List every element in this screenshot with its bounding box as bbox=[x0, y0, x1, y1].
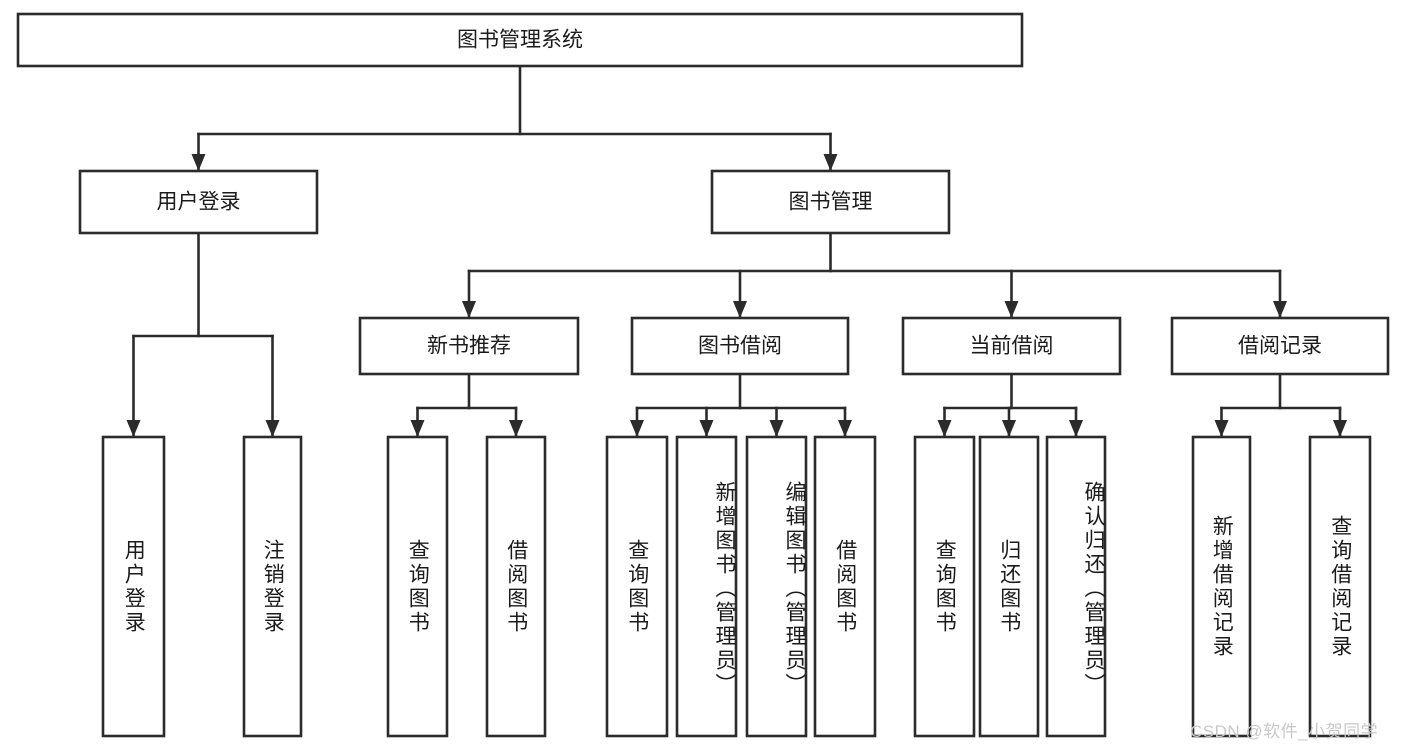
node-label-l1_a: 用户登录 bbox=[157, 191, 241, 214]
node-box-leaf_4[interactable] bbox=[485, 435, 547, 738]
node-box-leaf_3[interactable] bbox=[386, 435, 449, 738]
arrow-head-icon bbox=[699, 420, 714, 437]
arrow-head-icon bbox=[265, 420, 280, 437]
node-box-l1_b[interactable] bbox=[710, 169, 951, 235]
node-label-l1_b: 图书管理 bbox=[789, 191, 873, 214]
arrow-head-icon bbox=[1002, 420, 1016, 437]
node-box-leaf_13[interactable] bbox=[1308, 435, 1372, 738]
arrow-head-icon bbox=[509, 420, 523, 437]
arrow-head-icon bbox=[1273, 301, 1287, 318]
node-box-l2_d[interactable] bbox=[1170, 316, 1390, 376]
arrow-head-icon bbox=[126, 420, 141, 437]
node-box-root[interactable] bbox=[16, 12, 1024, 68]
node-box-l1_a[interactable] bbox=[78, 169, 319, 235]
node-box-leaf_5[interactable] bbox=[605, 435, 669, 738]
node-label-l2_c: 当前借阅 bbox=[970, 335, 1054, 358]
node-box-leaf_11[interactable] bbox=[1045, 435, 1107, 738]
node-box-leaf_6[interactable] bbox=[675, 435, 738, 738]
arrow-head-icon bbox=[462, 301, 476, 318]
node-box-leaf_10[interactable] bbox=[978, 435, 1040, 738]
arrow-head-icon bbox=[1069, 420, 1083, 437]
node-box-leaf_8[interactable] bbox=[813, 435, 877, 738]
arrow-head-icon bbox=[1004, 301, 1019, 318]
watermark-label: CSDN @软件_小贺同学 bbox=[1190, 722, 1379, 741]
node-label-root: 图书管理系统 bbox=[457, 29, 583, 52]
node-box-l2_b[interactable] bbox=[630, 316, 850, 376]
node-box-leaf_2[interactable] bbox=[242, 435, 303, 738]
node-box-leaf_1[interactable] bbox=[101, 435, 166, 738]
connector-layer bbox=[126, 64, 1347, 439]
arrow-head-icon bbox=[1333, 420, 1347, 437]
node-box-l2_c[interactable] bbox=[901, 316, 1122, 376]
arrow-head-icon bbox=[838, 420, 852, 437]
node-box-leaf_9[interactable] bbox=[913, 435, 976, 738]
arrow-head-icon bbox=[733, 301, 747, 318]
node-label-l2_d: 借阅记录 bbox=[1238, 335, 1322, 358]
arrow-head-icon bbox=[410, 420, 425, 437]
node-box-l2_a[interactable] bbox=[358, 316, 580, 376]
node-label-l2_b: 图书借阅 bbox=[698, 335, 782, 358]
node-box-leaf_12[interactable] bbox=[1191, 435, 1252, 738]
arrow-head-icon bbox=[823, 154, 838, 171]
arrow-head-icon bbox=[630, 420, 644, 437]
arrow-head-icon bbox=[1214, 420, 1229, 437]
node-box-leaf_7[interactable] bbox=[745, 435, 808, 738]
arrow-head-icon bbox=[769, 420, 784, 437]
arrow-head-icon bbox=[937, 420, 952, 437]
arrow-head-icon bbox=[191, 154, 206, 171]
node-label-l2_a: 新书推荐 bbox=[427, 335, 511, 358]
